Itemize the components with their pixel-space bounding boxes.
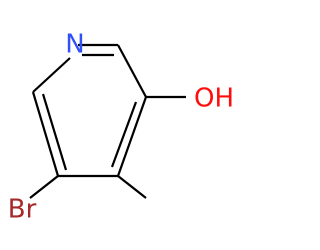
bond-c2-c3 <box>31 91 60 177</box>
molecule-canvas: N OH Br <box>7 29 235 225</box>
bond-c5-c6 <box>117 44 147 98</box>
bond-n-c2 <box>32 57 71 93</box>
structure-diagram: N OH Br <box>8 30 234 225</box>
bond-c3-br <box>29 175 59 199</box>
nitrogen-atom-label: N <box>65 30 84 60</box>
bond-c4-c5 <box>116 96 148 177</box>
bond-c4-c5-double <box>110 101 138 168</box>
bond-c4-methyl <box>117 175 147 199</box>
hydroxyl-group-label: OH <box>194 84 234 114</box>
bromine-atom-label: Br <box>8 195 37 225</box>
bond-c2-c3-double <box>41 93 68 171</box>
